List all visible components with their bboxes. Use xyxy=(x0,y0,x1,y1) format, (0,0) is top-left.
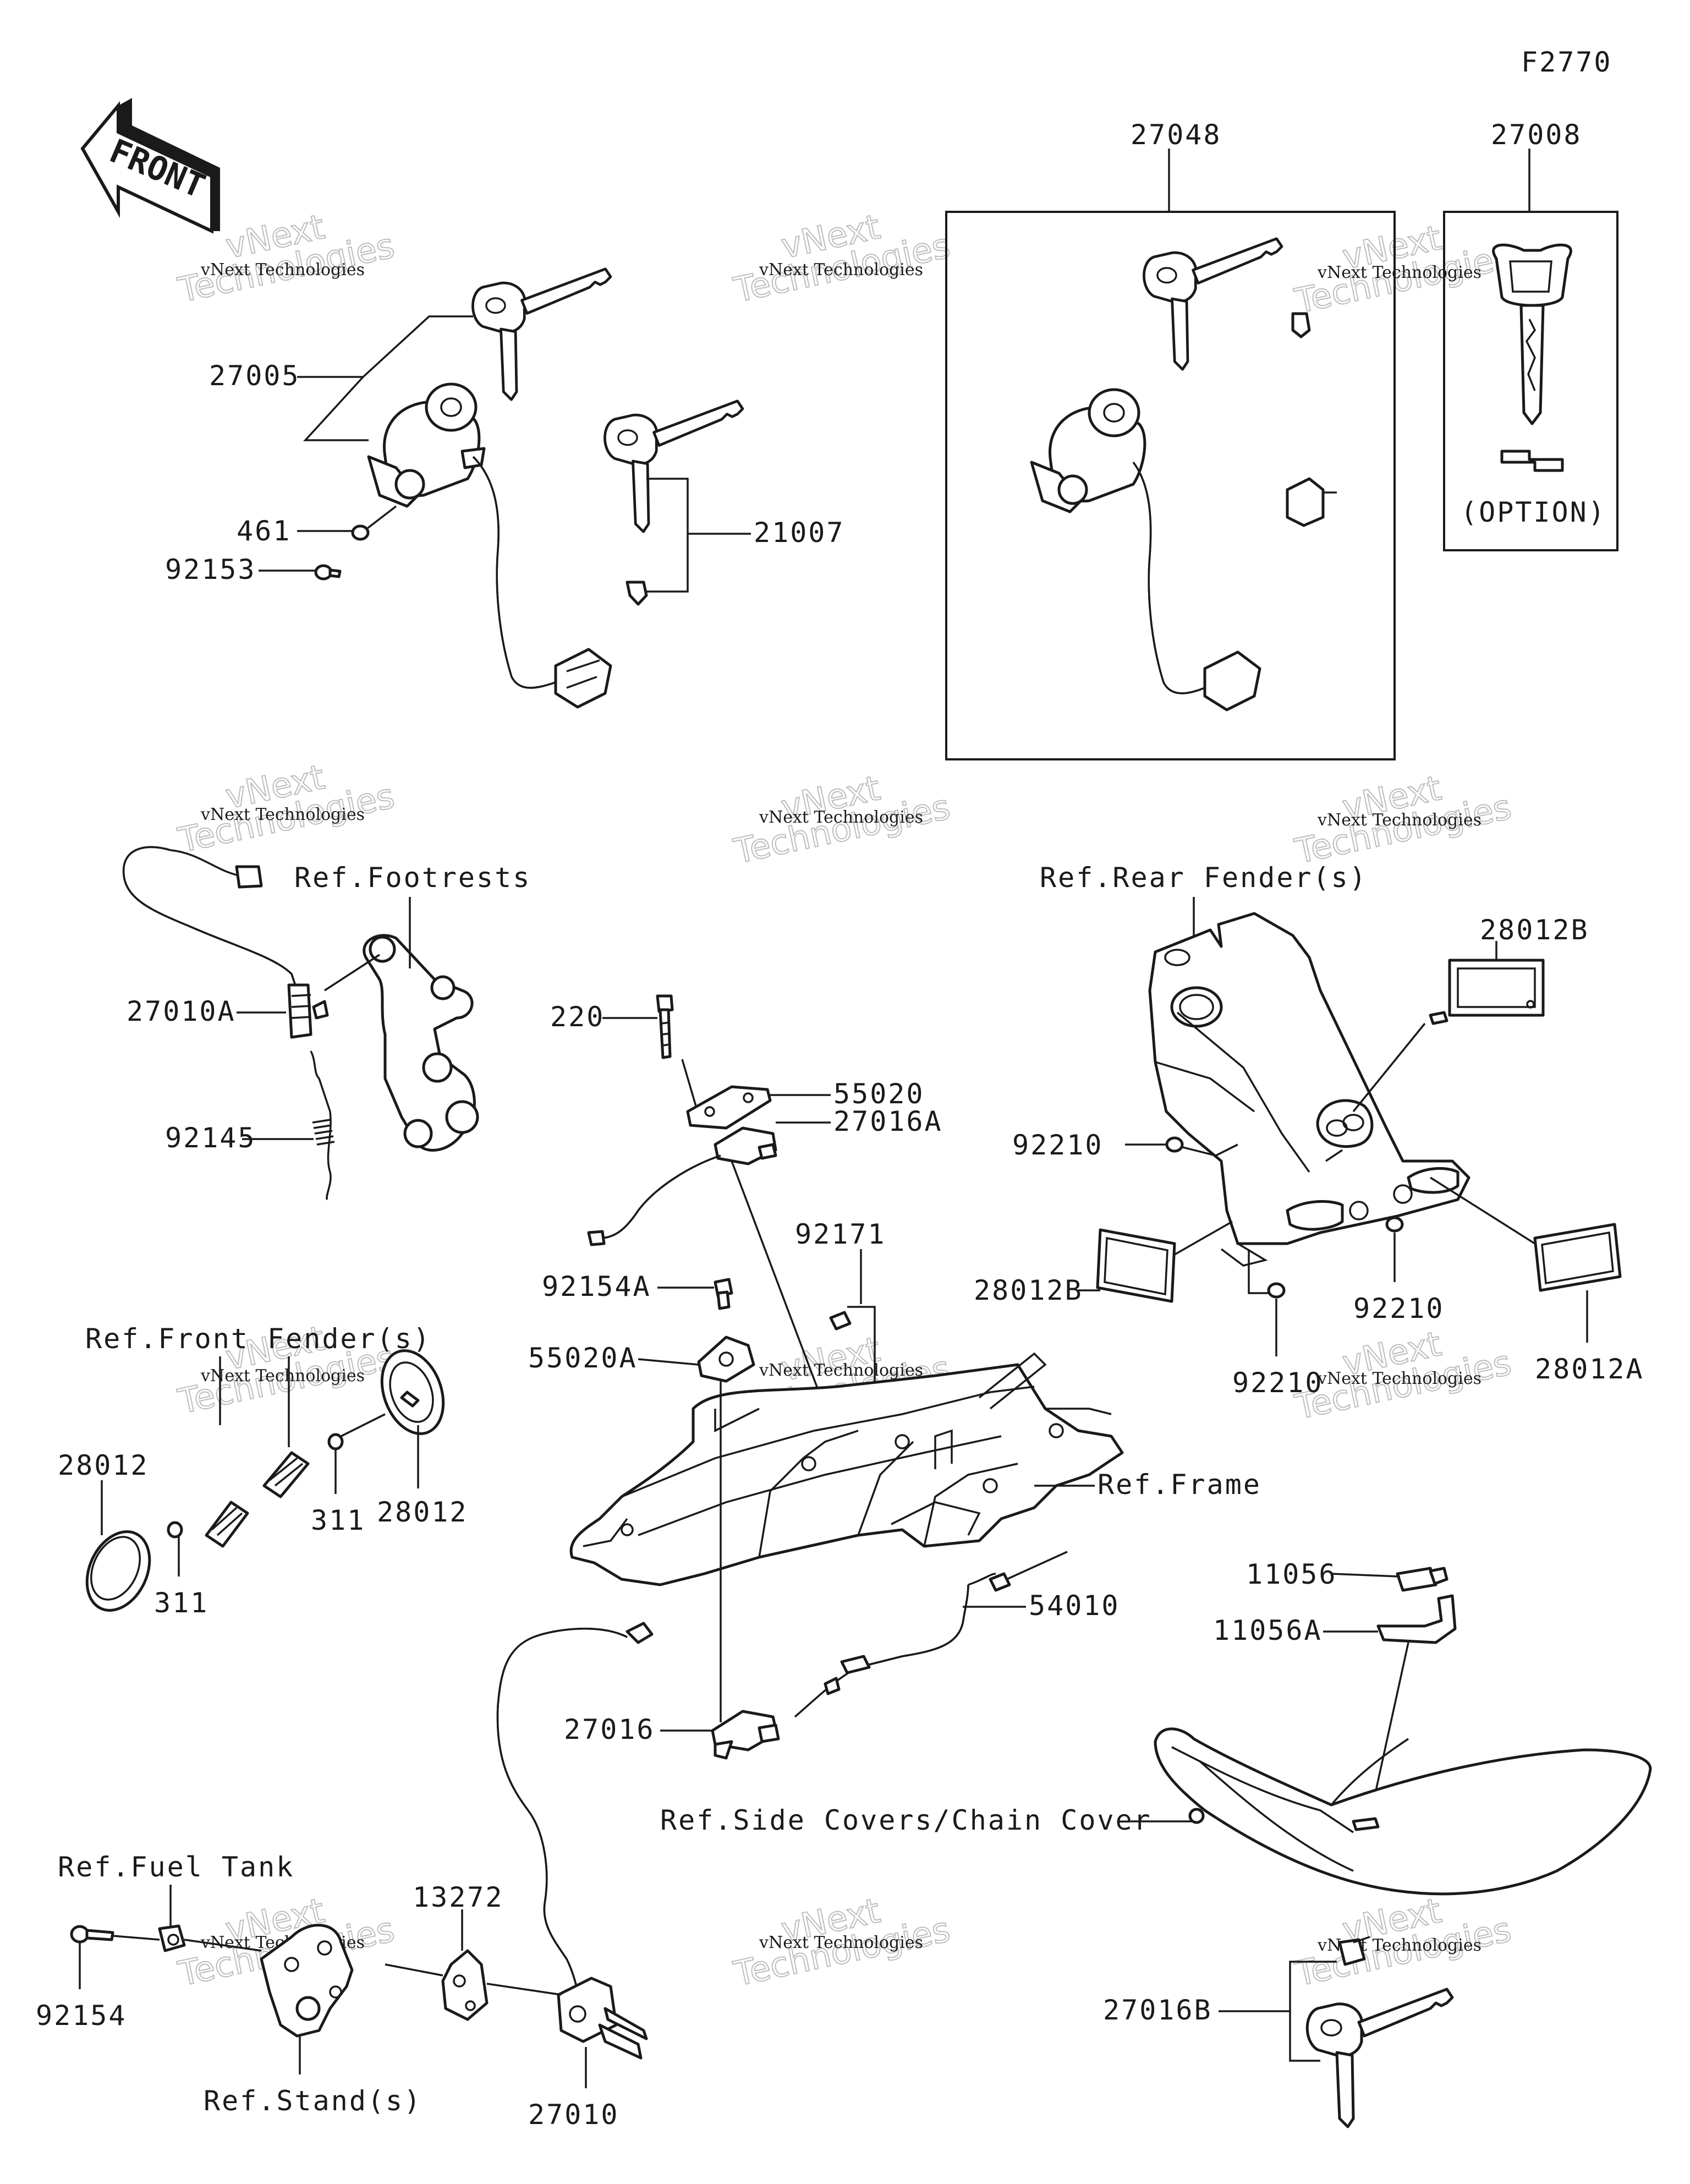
label-92210-bottom: 92210 xyxy=(1232,1367,1324,1399)
bolt-220 xyxy=(656,994,674,1059)
key-blank-27008 xyxy=(1492,243,1572,472)
bracket-11056A xyxy=(1376,1594,1457,1644)
label-27008: 27008 xyxy=(1491,119,1582,151)
clamp-11056 xyxy=(1396,1567,1448,1592)
ignition-switch-27005 xyxy=(367,269,612,709)
nut-311-bottom xyxy=(167,1521,183,1539)
label-ref-rear-fender: Ref.Rear Fender(s) xyxy=(1040,862,1368,894)
nut-92171 xyxy=(829,1311,852,1331)
label-92154: 92154 xyxy=(36,2000,127,2032)
label-220: 220 xyxy=(550,1001,605,1033)
bracket-55020A xyxy=(697,1335,755,1383)
stand-bracket xyxy=(260,1924,354,2038)
switch-27010 xyxy=(496,1622,654,2060)
nut-92210-right xyxy=(1385,1216,1404,1233)
label-21007: 21007 xyxy=(754,517,845,549)
label-27016: 27016 xyxy=(564,1714,655,1745)
label-92154A: 92154A xyxy=(542,1271,651,1302)
reflector-28012B-bottom xyxy=(1096,1228,1176,1303)
bracket-55020 xyxy=(686,1085,772,1130)
label-27048: 27048 xyxy=(1131,119,1222,151)
lock-27016B xyxy=(1307,1936,1452,2127)
label-28012A: 28012A xyxy=(1535,1353,1644,1385)
svg-text:vNext Technologies: vNext Technologies xyxy=(759,1933,923,1952)
reflector-28012-left xyxy=(85,1530,151,1612)
label-ref-front-fender: Ref.Front Fender(s) xyxy=(85,1323,431,1355)
side-cover xyxy=(1154,1727,1652,1896)
nut-92210-left xyxy=(1165,1136,1184,1153)
label-55020: 55020 xyxy=(833,1078,925,1110)
label-92145: 92145 xyxy=(165,1122,256,1154)
plate-13272 xyxy=(441,1949,489,2021)
label-92153: 92153 xyxy=(165,554,256,585)
label-option: (OPTION) xyxy=(1461,496,1606,528)
screw-92153 xyxy=(314,564,342,581)
label-311-bottom: 311 xyxy=(154,1587,208,1619)
switch-27016 xyxy=(711,1710,780,1760)
rear-frame xyxy=(569,1352,1124,1586)
nut-92210-bottom xyxy=(1267,1282,1286,1299)
label-27016B: 27016B xyxy=(1103,1994,1212,2026)
label-92171: 92171 xyxy=(795,1218,886,1250)
label-55020A: 55020A xyxy=(528,1342,638,1374)
bolt-92154A xyxy=(714,1278,733,1310)
switch-27016A xyxy=(587,1126,777,1246)
reflector-28012B-top xyxy=(1448,959,1545,1017)
bolt-92154 xyxy=(70,1925,114,1944)
label-11056: 11056 xyxy=(1246,1558,1337,1590)
label-28012-left: 28012 xyxy=(58,1449,149,1481)
stud-bolt-left xyxy=(205,1501,249,1548)
label-92210-left: 92210 xyxy=(1012,1129,1104,1161)
label-ref-frame: Ref.Frame xyxy=(1098,1469,1261,1501)
svg-text:vNext Technologies: vNext Technologies xyxy=(1317,811,1482,830)
figure-code: F2770 xyxy=(1521,46,1612,78)
label-311-mid: 311 xyxy=(311,1504,365,1536)
footrest-bracket xyxy=(363,934,479,1152)
rear-fender xyxy=(1148,912,1470,1267)
label-ref-stand: Ref.Stand(s) xyxy=(204,2085,422,2117)
front-direction-arrow-icon: FRONT xyxy=(80,98,220,234)
stud-bolt-right xyxy=(262,1451,310,1498)
leader-27005-b xyxy=(303,376,369,441)
svg-text:vNext Technologies: vNext Technologies xyxy=(759,1361,923,1380)
svg-text:vNext Technologies: vNext Technologies xyxy=(200,1366,365,1386)
key-set-21007 xyxy=(605,401,743,606)
kit-box-27048 xyxy=(945,211,1396,760)
svg-text:vNext Technologies: vNext Technologies xyxy=(200,805,365,824)
svg-text:vNext Technologies: vNext Technologies xyxy=(759,260,923,280)
washer-461 xyxy=(351,524,370,541)
leader-21007 xyxy=(646,478,689,593)
label-11056A: 11056A xyxy=(1213,1614,1323,1646)
cable-54010 xyxy=(794,1551,1068,1718)
label-ref-footrests: Ref.Footrests xyxy=(294,862,531,894)
reflector-28012A xyxy=(1533,1223,1622,1292)
spring-92145 xyxy=(310,1050,335,1201)
fuel-tank-clip xyxy=(158,1924,186,1952)
label-ref-side-covers: Ref.Side Covers/Chain Cover xyxy=(660,1804,1152,1836)
label-28012B-top: 28012B xyxy=(1480,914,1589,946)
svg-text:vNext Technologies: vNext Technologies xyxy=(1317,263,1482,282)
option-box-27008 xyxy=(1443,211,1618,551)
label-27005: 27005 xyxy=(209,360,300,392)
label-28012B-bottom: 28012B xyxy=(974,1274,1083,1306)
watermark-small: vNext Technologies xyxy=(200,260,365,280)
label-ref-fuel-tank: Ref.Fuel Tank xyxy=(58,1851,294,1883)
label-28012-right: 28012 xyxy=(377,1496,468,1528)
leader-27005-a xyxy=(297,315,473,378)
label-27016A: 27016A xyxy=(833,1105,943,1137)
label-461: 461 xyxy=(237,515,291,547)
label-92210-right: 92210 xyxy=(1353,1293,1445,1324)
reflector-28012-right xyxy=(380,1349,445,1435)
label-27010A: 27010A xyxy=(127,995,236,1027)
label-54010: 54010 xyxy=(1029,1590,1120,1622)
svg-text:vNext Technologies: vNext Technologies xyxy=(759,808,923,827)
switch-27010A xyxy=(122,846,329,1039)
label-13272: 13272 xyxy=(413,1881,504,1913)
svg-text:vNext Technologies: vNext Technologies xyxy=(1317,1369,1482,1388)
ignition-switch-27048 xyxy=(1030,239,1337,711)
nut-311-mid xyxy=(327,1433,344,1450)
label-27010: 27010 xyxy=(528,2099,619,2131)
